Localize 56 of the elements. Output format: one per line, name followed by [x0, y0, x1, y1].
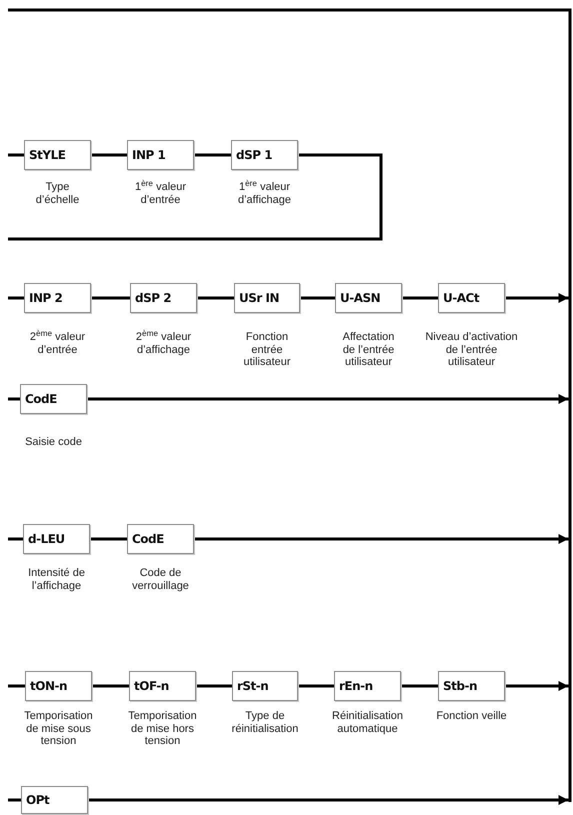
- display-code-box: tOF-n: [129, 671, 196, 701]
- connector-line: [196, 684, 232, 688]
- caption-text: Intensité de l’affichage: [27, 567, 86, 592]
- caption-text: 2$^{ème}$ valeur d’entrée: [28, 331, 86, 356]
- caption-text: Fonction entrée utilisateur: [242, 331, 292, 368]
- arrow: [505, 681, 568, 691]
- connector-line: [300, 296, 335, 300]
- display-code-box: Stb-n: [438, 671, 505, 701]
- display-code-box: INP 2: [24, 283, 91, 313]
- display-code-box: INP 1: [127, 140, 194, 170]
- caption-text: Type de réinitialisation: [230, 710, 300, 735]
- connector-line: [401, 684, 438, 688]
- display-code-box: dSP 1: [231, 140, 298, 170]
- caption-text: Fonction veille: [435, 710, 508, 722]
- display-code-box: CodE: [127, 524, 194, 554]
- connector-line: [8, 398, 20, 400]
- connector-line: [8, 538, 23, 540]
- connector-line: [91, 296, 130, 300]
- connector-line: [194, 154, 231, 156]
- caption-text: 2$^{ème}$ valeur d’affichage: [134, 331, 192, 356]
- display-code-box: rEn-n: [334, 671, 401, 701]
- connector-line: [8, 154, 24, 156]
- connector-line: [8, 798, 21, 802]
- display-code-box: U-ASN: [335, 283, 402, 313]
- caption-text: 1$^{ère}$ valeur d’entrée: [134, 181, 188, 206]
- display-code-box: CodE: [20, 384, 87, 414]
- arrow: [87, 394, 568, 404]
- display-code-box: StYLE: [24, 140, 91, 170]
- connector-line: [90, 538, 127, 540]
- caption-text: Code de verrouillage: [131, 567, 190, 592]
- connector-line: [92, 684, 129, 688]
- connector-line: [197, 296, 234, 300]
- caption-text: Temporisation de mise sous tension: [23, 710, 94, 748]
- connector-line: [91, 154, 127, 156]
- connector-line: [8, 684, 25, 688]
- caption-text: Niveau d’activation de l’entrée utilisateur: [424, 331, 519, 368]
- display-code-box: d-LEU: [23, 524, 90, 554]
- arrow: [505, 293, 568, 303]
- connector-line: [402, 296, 438, 300]
- caption-text: Type d’échelle: [34, 181, 80, 206]
- caption-text: 1$^{ère}$ valeur d’affichage: [236, 181, 292, 206]
- arrow: [194, 534, 568, 544]
- caption-text: Temporisation de mise hors tension: [127, 710, 198, 748]
- display-code-box: OPt: [21, 786, 88, 814]
- display-code-box: USr IN: [234, 283, 300, 313]
- arrow: [88, 795, 568, 805]
- connector-line: [8, 154, 382, 240]
- caption-text: Saisie code: [24, 436, 83, 448]
- caption-text: Affectation de l’entrée utilisateur: [342, 331, 396, 368]
- connector-line: [298, 684, 334, 688]
- display-code-box: tON-n: [25, 671, 92, 701]
- display-code-box: rSt-n: [232, 671, 298, 701]
- display-code-box: dSP 2: [130, 283, 197, 313]
- connector-line: [8, 296, 24, 300]
- display-code-box: U-ACt: [438, 283, 505, 313]
- caption-text: Réinitialisation automatique: [331, 710, 404, 735]
